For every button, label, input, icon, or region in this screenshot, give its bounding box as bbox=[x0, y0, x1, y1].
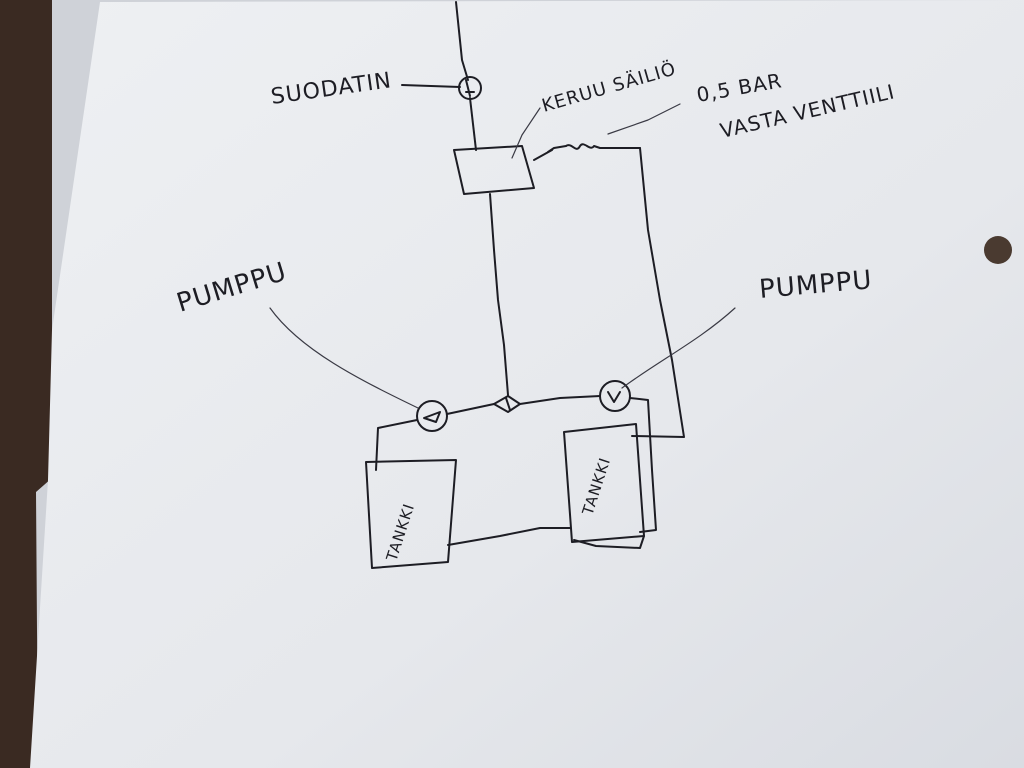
check-valve bbox=[533, 143, 641, 161]
filter-symbol bbox=[458, 76, 482, 100]
pump-right-leader bbox=[621, 307, 736, 389]
pump-right-arrow bbox=[607, 391, 621, 403]
right-pipe bbox=[631, 147, 685, 438]
pump-left-leader bbox=[269, 307, 419, 409]
left-pump-drop bbox=[375, 419, 418, 471]
pump-left-arrow bbox=[423, 411, 441, 423]
filter-leader-line bbox=[401, 84, 461, 88]
pump-left-symbol bbox=[416, 400, 448, 432]
collection-leader-line bbox=[511, 107, 541, 159]
filter-inner bbox=[465, 79, 475, 97]
supply-line-lower bbox=[469, 97, 477, 151]
tank-connection-line bbox=[447, 527, 571, 546]
right-pump-drop bbox=[629, 397, 657, 533]
pump-connection-line bbox=[446, 395, 601, 415]
paper-sheet bbox=[30, 0, 1024, 768]
return-line bbox=[489, 193, 509, 396]
collection-tank bbox=[453, 145, 535, 195]
punch-hole bbox=[984, 236, 1012, 264]
tank-right-outline-extra bbox=[573, 535, 645, 549]
supply-line bbox=[455, 1, 469, 81]
valve-leader-line bbox=[607, 103, 681, 135]
tank-left bbox=[365, 459, 457, 569]
